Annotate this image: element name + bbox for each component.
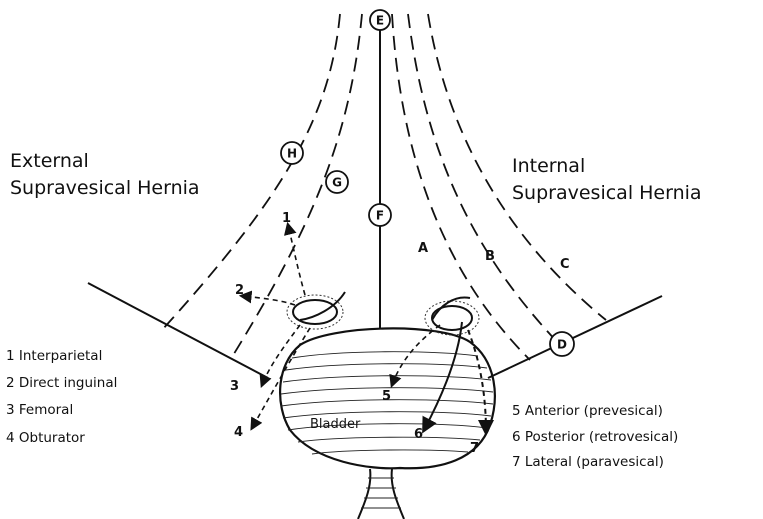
circle-e: E <box>370 10 390 30</box>
external-heading-line2: Supravesical Hernia <box>10 177 200 199</box>
internal-legend: 5 Anterior (prevesical) 6 Posterior (ret… <box>512 403 678 470</box>
region-a-label: A <box>418 241 428 256</box>
circle-d-label: D <box>557 338 567 352</box>
internal-heading-line1: Internal <box>512 155 585 177</box>
circle-h-label: H <box>287 147 297 161</box>
path-number-3: 3 <box>230 379 239 394</box>
path-number-5: 5 <box>382 389 391 404</box>
legend-item-4: 4 Obturator <box>6 430 85 446</box>
legend-item-3: 3 Femoral <box>6 402 73 418</box>
right-fold-b <box>408 14 560 345</box>
circle-e-label: E <box>376 14 384 28</box>
path-number-7: 7 <box>470 441 479 456</box>
legend-item-6: 6 Posterior (retrovesical) <box>512 429 678 445</box>
path-number-1: 1 <box>282 211 291 226</box>
hernia-paths <box>242 225 440 428</box>
path-number-6: 6 <box>414 427 423 442</box>
path-number-4: 4 <box>234 425 243 440</box>
region-c-label: C <box>560 257 570 272</box>
legend-item-5: 5 Anterior (prevesical) <box>512 403 663 419</box>
region-b-label: B <box>485 249 495 264</box>
external-legend: 1 Interparietal 2 Direct inguinal 3 Femo… <box>6 348 117 446</box>
external-heading-line1: External <box>10 150 89 172</box>
left-orifice <box>287 292 345 329</box>
circle-f: F <box>369 204 391 226</box>
circle-f-label: F <box>376 209 384 223</box>
path-7-arrow <box>468 330 486 432</box>
circle-g-label: G <box>332 176 342 190</box>
circle-g: G <box>326 171 348 193</box>
internal-heading-line2: Supravesical Hernia <box>512 182 702 204</box>
path-2-arrow <box>242 296 295 305</box>
circle-h: H <box>281 142 303 164</box>
legend-item-1: 1 Interparietal <box>6 348 102 364</box>
right-wall-line <box>488 296 662 378</box>
legend-item-7: 7 Lateral (paravesical) <box>512 454 664 470</box>
path-1-arrow <box>288 225 305 295</box>
right-orifice <box>425 297 479 335</box>
urethra <box>358 469 404 519</box>
bladder-label: Bladder <box>310 417 361 432</box>
path-number-2: 2 <box>235 283 244 298</box>
circle-d: D <box>550 332 574 356</box>
left-fold-h <box>162 14 340 330</box>
legend-item-2: 2 Direct inguinal <box>6 375 117 391</box>
